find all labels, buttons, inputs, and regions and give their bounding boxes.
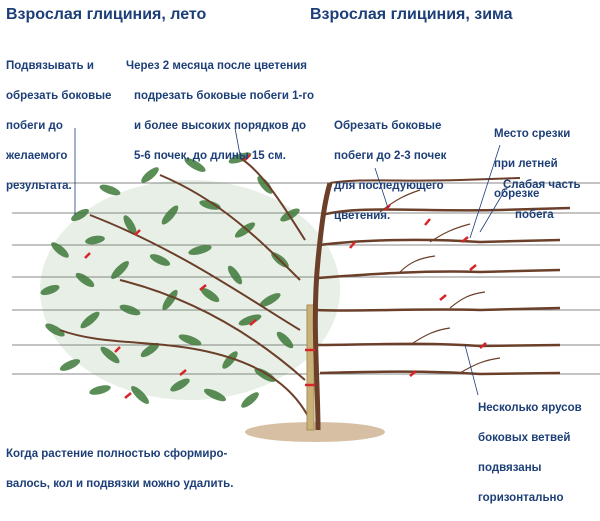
note-cut-side-shoots: Обрезать боковые побеги до 2-3 почек для… bbox=[334, 104, 446, 239]
note-line: Когда растение полностью сформиро- bbox=[6, 448, 228, 460]
note-line: желаемого bbox=[6, 150, 68, 162]
note-line: подвязаны bbox=[478, 462, 542, 474]
note-line: побеги до bbox=[6, 120, 63, 132]
note-line: побега bbox=[515, 209, 554, 221]
summer-branches bbox=[59, 157, 311, 421]
note-line: валось, кол и подвязки можно удалить. bbox=[6, 478, 234, 490]
note-line: Через 2 месяца после цветения bbox=[126, 60, 308, 72]
note-line: побеги до 2-3 почек bbox=[334, 150, 447, 162]
note-line: горизонтально bbox=[478, 492, 564, 504]
note-line: обрезать боковые bbox=[6, 90, 112, 102]
leader-lines bbox=[74, 127, 506, 396]
winter-branches bbox=[312, 177, 571, 431]
note-two-months-after-bloom: Через 2 месяца после цветения подрезать … bbox=[126, 44, 314, 179]
note-line: обрезке bbox=[494, 188, 540, 200]
note-line: боковых ветвей bbox=[478, 432, 571, 444]
wisteria-illustration bbox=[12, 127, 600, 442]
note-line: и более высоких порядков до bbox=[134, 120, 307, 132]
title-winter: Взрослая глициния, зима bbox=[310, 6, 513, 23]
note-line: Подвязывать и bbox=[6, 60, 94, 72]
note-weak-part: Слабая часть побега bbox=[503, 163, 581, 238]
note-line: цветения. bbox=[334, 210, 391, 222]
note-line: результата. bbox=[6, 180, 72, 192]
title-summer: Взрослая глициния, лето bbox=[6, 6, 207, 23]
summer-foliage bbox=[40, 152, 340, 408]
ground-patch bbox=[245, 422, 385, 442]
note-line: для последующего bbox=[334, 180, 444, 192]
note-line: Несколько ярусов bbox=[478, 402, 582, 414]
note-line: Место срезки bbox=[494, 128, 571, 140]
note-horizontal-tiers: Несколько ярусов боковых ветвей подвязан… bbox=[478, 386, 582, 521]
note-line: при летней bbox=[494, 158, 558, 170]
note-line: Слабая часть bbox=[503, 179, 581, 191]
note-summer-cut-place: Место срезки при летней обрезке bbox=[494, 112, 570, 217]
note-line: подрезать боковые побеги 1-го bbox=[134, 90, 315, 102]
note-line: Обрезать боковые bbox=[334, 120, 442, 132]
note-line: 5-6 почек, до длины 15 см. bbox=[134, 150, 286, 162]
note-stake-removal: Когда растение полностью сформиро- валос… bbox=[6, 432, 233, 507]
note-tie-side-shoots: Подвязывать и обрезать боковые побеги до… bbox=[6, 44, 111, 209]
